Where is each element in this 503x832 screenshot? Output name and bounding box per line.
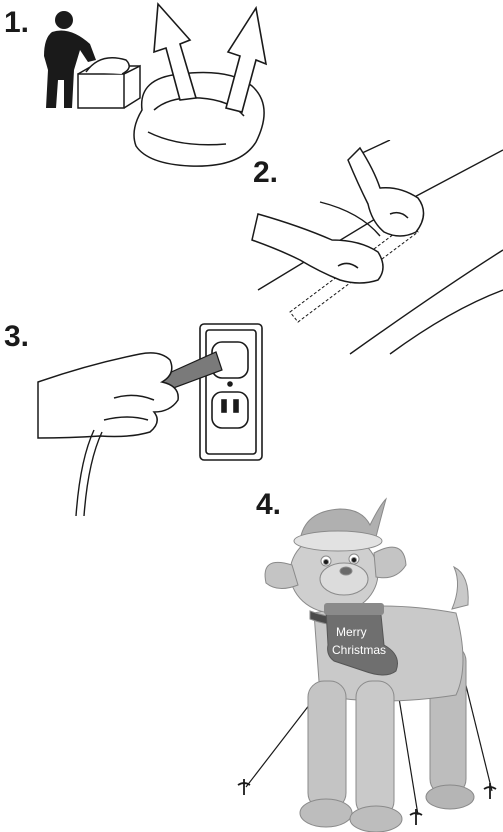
wall-outlet-icon bbox=[200, 324, 262, 460]
stocking-text-line-1: Merry bbox=[336, 625, 367, 639]
stocking-text-line-2: Christmas bbox=[332, 643, 386, 657]
step-3-illustration bbox=[30, 320, 270, 520]
box-icon bbox=[78, 58, 140, 108]
hand-icon bbox=[38, 353, 178, 438]
power-cord bbox=[76, 430, 102, 516]
step-1-number: 1. bbox=[4, 8, 29, 38]
step-4-illustration: Merry Christmas bbox=[230, 495, 503, 832]
step-2-illustration bbox=[240, 140, 503, 360]
step-3-number: 3. bbox=[4, 322, 29, 352]
hands-icon bbox=[252, 148, 424, 283]
